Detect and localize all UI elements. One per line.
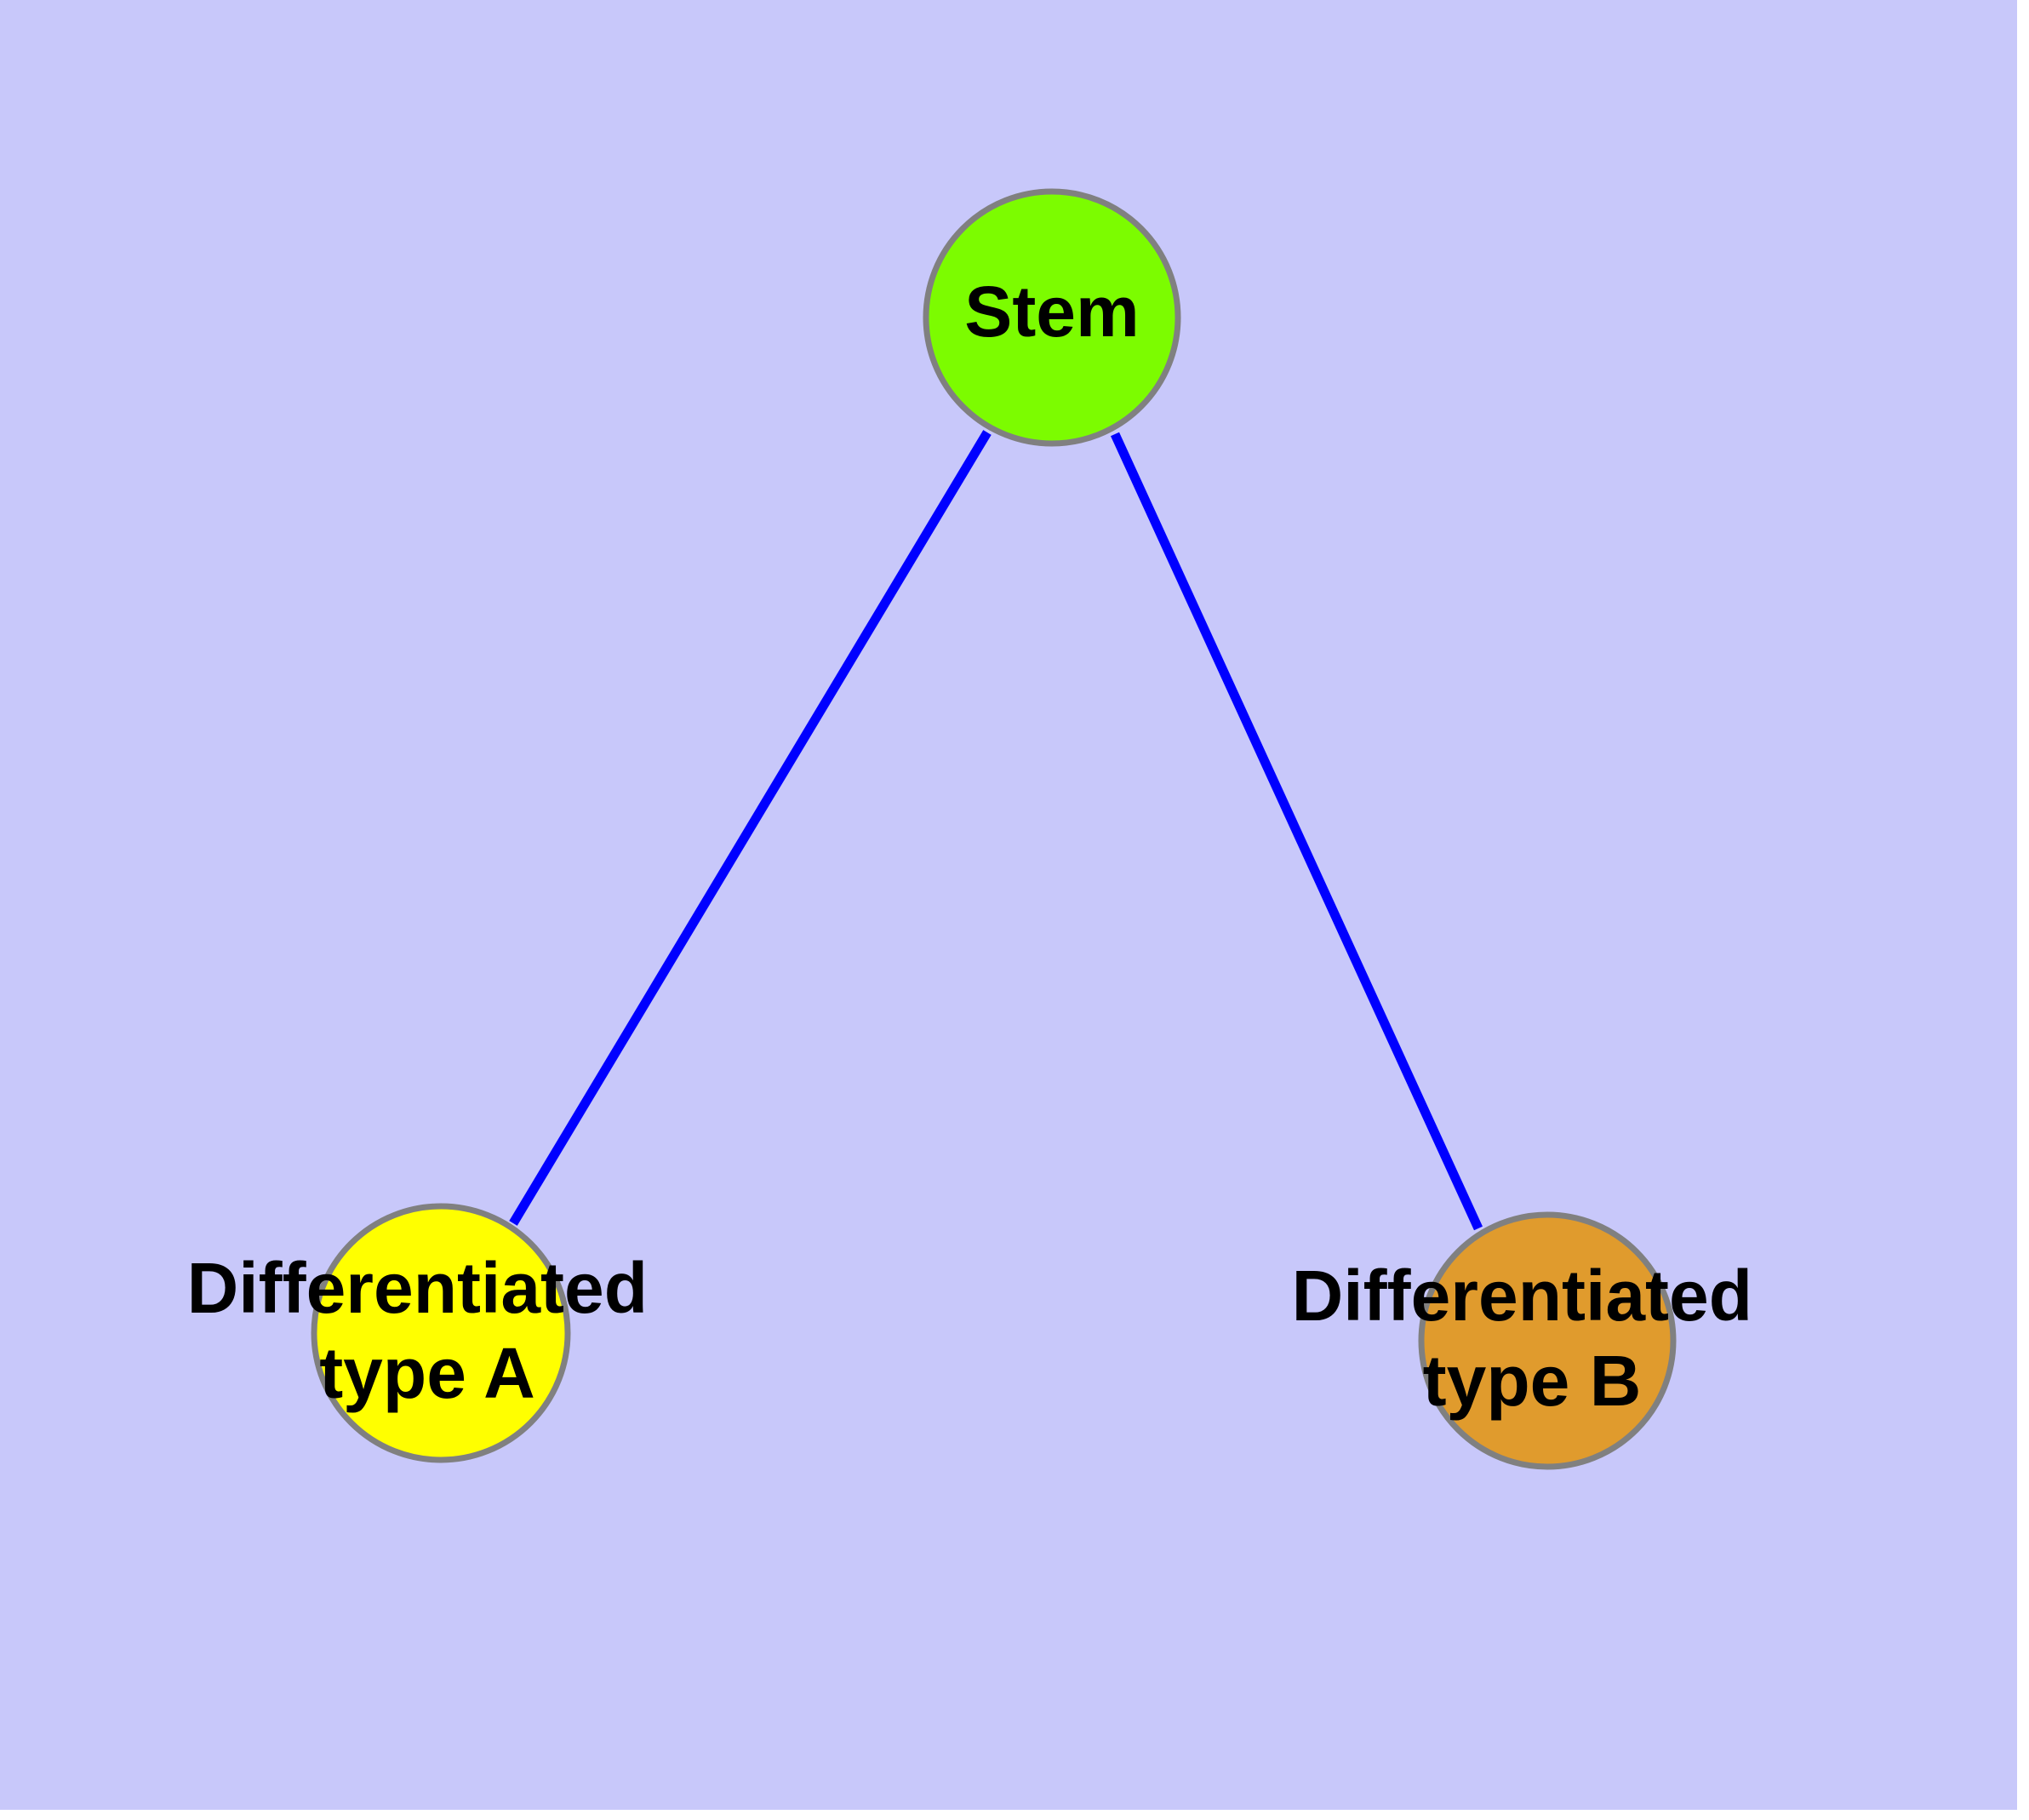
node-differentiated-type-b-label-line-2: type B (1423, 1341, 1642, 1421)
node-stem[interactable] (923, 188, 1181, 447)
node-differentiated-type-a-label-line-2: type A (319, 1333, 535, 1413)
edge-layer (509, 430, 1483, 1231)
edge-stem-to-differentiated-type-b[interactable] (1110, 432, 1483, 1231)
label-layer: Stem Differentiated type A Differentiate… (187, 272, 1773, 1421)
node-stem-label-line-1: Stem (964, 272, 1139, 352)
edge-stem-to-differentiated-type-a[interactable] (509, 430, 992, 1226)
node-layer (311, 188, 1677, 1470)
node-differentiated-type-b-circle[interactable] (1418, 1211, 1677, 1470)
node-stem-circle[interactable] (923, 188, 1181, 447)
node-differentiated-type-b[interactable] (1418, 1211, 1677, 1470)
node-differentiated-type-a-circle[interactable] (311, 1203, 571, 1463)
node-differentiated-type-a-label-line-1: Differentiated (187, 1248, 648, 1328)
node-differentiated-type-a-label: Differentiated type A (187, 1248, 668, 1413)
node-stem-label: Stem (964, 272, 1139, 352)
node-differentiated-type-b-label: Differentiated type B (1292, 1256, 1773, 1421)
node-differentiated-type-a[interactable] (311, 1203, 571, 1463)
node-differentiated-type-b-label-line-1: Differentiated (1292, 1256, 1752, 1336)
